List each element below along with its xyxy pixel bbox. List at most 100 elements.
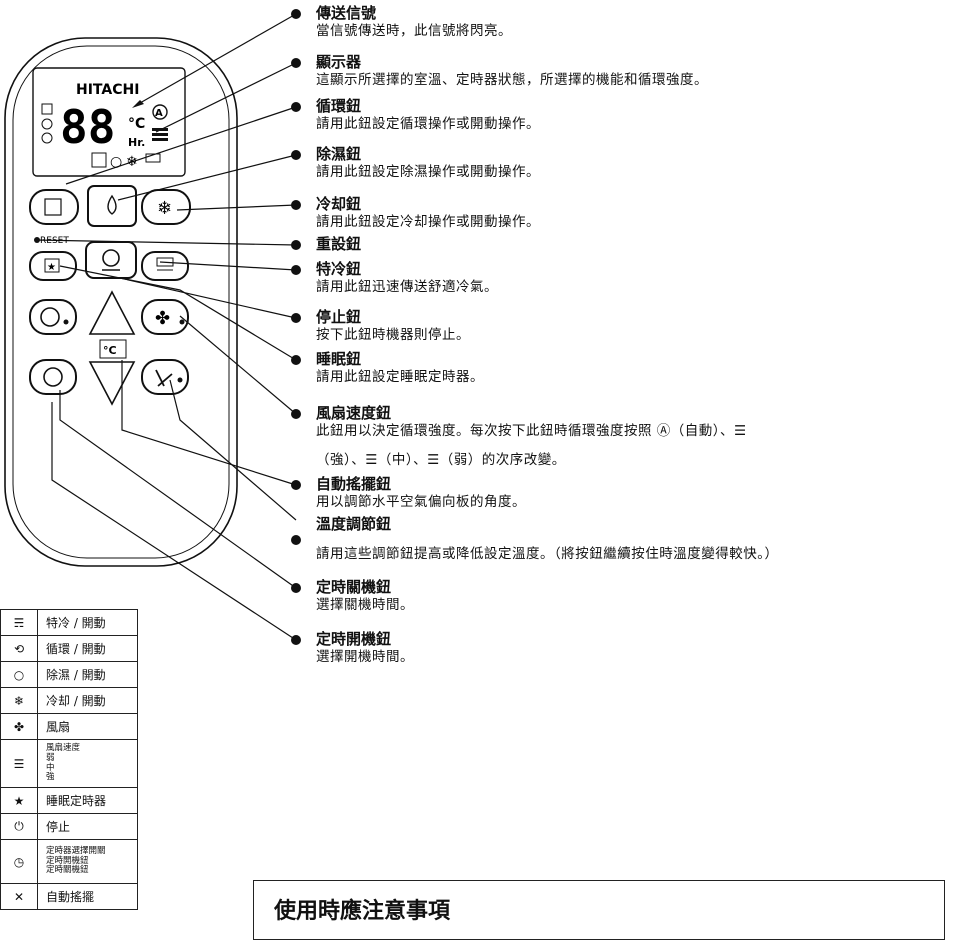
stop-button[interactable] xyxy=(85,241,137,279)
signal-icon xyxy=(132,100,144,108)
sleep-button[interactable]: ★ xyxy=(29,251,77,281)
legend-sub-label: 定時關機鈕 xyxy=(46,865,89,876)
label-title: 重設鈕 xyxy=(316,235,362,253)
display-timer-icons xyxy=(41,103,53,144)
temp-label-box xyxy=(99,339,127,359)
dehumidify-icon: ○ xyxy=(0,661,38,688)
sleep-icon: ★ xyxy=(0,787,38,814)
label-circulate: 循環鈕 請用此鈕設定循環操作或開動操作。 xyxy=(316,97,540,133)
remote-inner-body xyxy=(12,45,230,559)
label-title: 特冷鈕 xyxy=(316,260,362,278)
legend-label: 自動搖擺 xyxy=(37,883,138,910)
label-desc: 此鈕用以決定循環強度。每次按下此鈕時循環強度按照 Ⓐ（自動）、☰ xyxy=(316,422,747,439)
legend-row: ○除濕 / 開動 xyxy=(0,661,138,688)
circulate-button[interactable] xyxy=(29,189,79,225)
legend-row: ★睡眠定時器 xyxy=(0,787,138,814)
label-desc: 請用此鈕設定除濕操作或開動操作。 xyxy=(316,163,540,180)
label-title: 顯示器 xyxy=(316,53,362,71)
legend-sub-label: 中 xyxy=(46,762,55,773)
label-transmit-signal: 傳送信號 當信號傳送時，此信號將閃亮。 xyxy=(316,4,512,40)
label-desc: 選擇開機時間。 xyxy=(316,648,414,665)
display-mode-icons: ○ ❄ xyxy=(91,152,161,170)
label-title: 傳送信號 xyxy=(316,4,377,22)
timer-off-button[interactable] xyxy=(29,299,77,335)
legend-label: 風扇 xyxy=(37,713,138,740)
display-digits: 88 xyxy=(60,100,115,154)
legend-label: 冷却 / 開動 xyxy=(37,687,138,714)
label-cool: 冷却鈕 請用此鈕設定冷却操作或開動操作。 xyxy=(316,195,540,231)
legend-sub-label: 強 xyxy=(46,772,55,783)
display-window xyxy=(32,67,186,177)
stop-icon: ⏻ xyxy=(0,813,38,840)
label-bullets xyxy=(291,9,301,645)
display-hr: Hr. xyxy=(128,136,145,149)
legend-label: 循環 / 開動 xyxy=(37,635,138,662)
label-timer-off: 定時關機鈕 選擇關機時間。 xyxy=(316,578,414,614)
svg-text:○: ○ xyxy=(110,154,122,170)
legend-label: 特冷 / 開動 xyxy=(37,609,138,636)
label-title: 定時關機鈕 xyxy=(316,578,392,596)
cool-icon: ❄ xyxy=(0,687,38,714)
fan-speed-display-icon xyxy=(152,128,168,141)
dehumidify-button[interactable] xyxy=(87,185,137,227)
temp-down-button[interactable] xyxy=(88,361,136,406)
label-desc: 這顯示所選擇的室溫、定時器狀態，所選擇的機能和循環強度。 xyxy=(316,71,708,88)
brand-logo: HITACHI xyxy=(76,82,139,98)
label-sleep: 睡眠鈕 請用此鈕設定睡眠定時器。 xyxy=(316,350,484,386)
label-title: 停止鈕 xyxy=(316,308,362,326)
remote-outer-body xyxy=(4,37,238,567)
label-auto-swing: 自動搖擺鈕 用以調節水平空氣偏向板的角度。 xyxy=(316,475,526,511)
label-desc: 選擇關機時間。 xyxy=(316,596,414,613)
svg-text:✤: ✤ xyxy=(155,308,170,329)
cool-button[interactable]: ❄ xyxy=(141,189,191,225)
label-title: 睡眠鈕 xyxy=(316,350,362,368)
legend-row: ✕自動搖擺 xyxy=(0,883,138,910)
label-desc: 請用此鈕設定循環操作或開動操作。 xyxy=(316,115,540,132)
legend-sub-label: 定時開機鈕 xyxy=(46,855,89,866)
reset-button[interactable] xyxy=(34,237,40,243)
timer-on-button[interactable] xyxy=(29,359,77,395)
label-desc: 請用這些調節鈕提高或降低設定溫度。（將按鈕繼續按住時溫度變得較快。） xyxy=(316,545,779,562)
temp-up-button[interactable] xyxy=(88,290,136,335)
timer-icon: ◷ xyxy=(0,839,38,884)
display-unit: °C xyxy=(128,116,145,132)
fan-icon: ✤ xyxy=(0,713,38,740)
label-desc: 請用此鈕設定睡眠定時器。 xyxy=(316,368,484,385)
label-desc: 請用此鈕設定冷却操作或開動操作。 xyxy=(316,213,540,230)
legend-label-multi: 風扇速度 弱 中 強 xyxy=(37,739,138,788)
fan-speed-button[interactable]: ✤ xyxy=(141,299,189,335)
fan-speed-icon: ☰ xyxy=(0,739,38,788)
label-title: 定時開機鈕 xyxy=(316,630,392,648)
notice-box: 使用時應注意事項 xyxy=(253,880,945,940)
label-title: 冷却鈕 xyxy=(316,195,362,213)
legend-label: 睡眠定時器 xyxy=(37,787,138,814)
icon-legend-table: ☴特冷 / 開動 ⟲循環 / 開動 ○除濕 / 開動 ❄冷却 / 開動 ✤風扇 … xyxy=(0,609,138,910)
label-timer-on: 定時開機鈕 選擇開機時間。 xyxy=(316,630,414,666)
temp-label-icon: °C xyxy=(103,344,117,357)
legend-row: ☰ 風扇速度 弱 中 強 xyxy=(0,739,138,788)
svg-text:❄: ❄ xyxy=(157,198,172,219)
legend-label-multi: 定時器選擇開關 定時開機鈕 定時關機鈕 xyxy=(37,839,138,884)
label-temp-adjust: 溫度調節鈕 請用這些調節鈕提高或降低設定溫度。（將按鈕繼續按住時溫度變得較快。） xyxy=(316,515,779,563)
legend-row: ☴特冷 / 開動 xyxy=(0,609,138,636)
super-cool-button[interactable] xyxy=(141,251,189,281)
label-title: 除濕鈕 xyxy=(316,145,362,163)
label-super-cool: 特冷鈕 請用此鈕迅速傳送舒適冷氣。 xyxy=(316,260,498,296)
label-desc: 用以調節水平空氣偏向板的角度。 xyxy=(316,493,526,510)
svg-text:❄: ❄ xyxy=(126,154,138,170)
svg-text:★: ★ xyxy=(47,262,56,273)
label-title: 自動搖擺鈕 xyxy=(316,475,392,493)
legend-label: 停止 xyxy=(37,813,138,840)
auto-fan-icon xyxy=(152,104,168,120)
auto-swing-button[interactable] xyxy=(141,359,189,395)
label-title: 循環鈕 xyxy=(316,97,362,115)
notice-title: 使用時應注意事項 xyxy=(274,899,451,924)
circulate-icon: ⟲ xyxy=(0,635,38,662)
remote-illustration: HITACHI 88 °C Hr. A ○ ❄ ❄ RESET ★ xyxy=(4,9,301,645)
label-title: 風扇速度鈕 xyxy=(316,404,392,422)
legend-row: ❄冷却 / 開動 xyxy=(0,687,138,714)
label-fan-speed: 風扇速度鈕 此鈕用以決定循環強度。每次按下此鈕時循環強度按照 Ⓐ（自動）、☰ （… xyxy=(316,404,747,469)
label-title: 溫度調節鈕 xyxy=(316,515,392,533)
label-dehumidify: 除濕鈕 請用此鈕設定除濕操作或開動操作。 xyxy=(316,145,540,181)
auto-fan-letter-icon: A xyxy=(155,108,163,119)
